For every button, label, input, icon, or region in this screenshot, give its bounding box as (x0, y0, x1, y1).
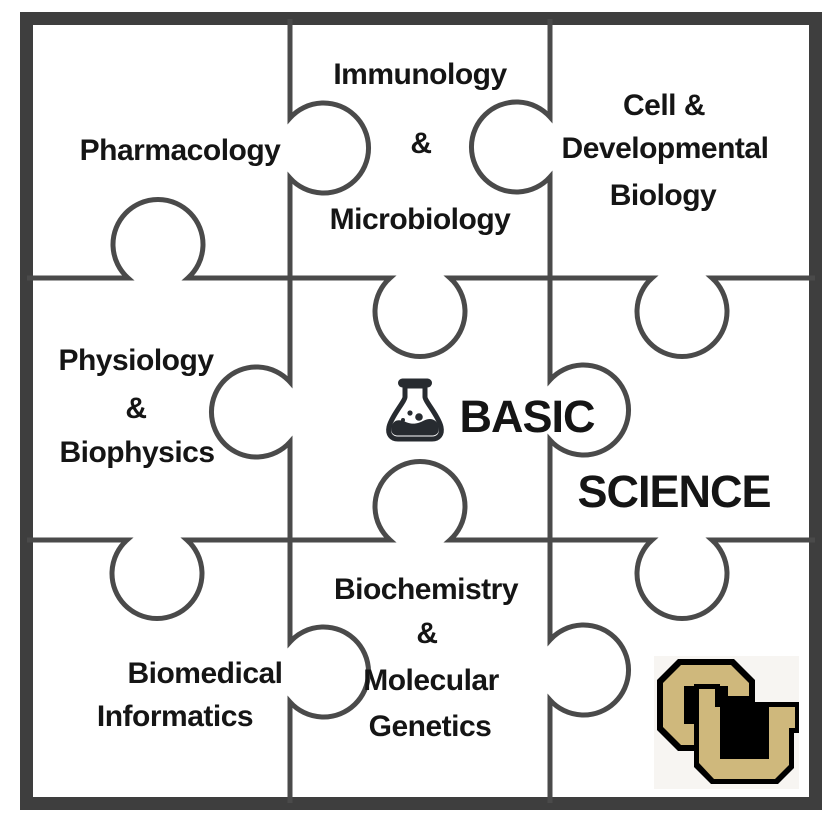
piece-label: & (416, 617, 438, 650)
piece-label: Informatics (96, 700, 254, 733)
piece-label: Biology (609, 179, 717, 212)
piece-label: Biomedical (127, 657, 283, 690)
grid-seam-horizontal-top (27, 197, 815, 359)
piece-label: & (125, 392, 147, 425)
piece-label: Biochemistry (333, 573, 519, 606)
piece-label: Molecular (363, 664, 499, 697)
piece-label: Microbiology (329, 203, 511, 236)
cu-logo: CU (654, 656, 799, 789)
piece-label: & (410, 127, 432, 160)
piece-label: BASIC (459, 391, 595, 442)
grid-seam-vertical-right (469, 19, 631, 803)
piece-label: Immunology (333, 58, 507, 91)
piece-label: Biophysics (59, 436, 215, 469)
piece-label: Developmental (561, 132, 769, 165)
grid-seam-horizontal-bottom (27, 459, 815, 621)
piece-label: Cell & (622, 89, 706, 122)
grid-seam-vertical-left (209, 19, 371, 803)
piece-label: SCIENCE (577, 466, 771, 517)
piece-label: Pharmacology (79, 134, 281, 167)
piece-label: Genetics (368, 710, 492, 743)
piece-label: Physiology (58, 344, 214, 377)
flask-icon (386, 378, 444, 442)
